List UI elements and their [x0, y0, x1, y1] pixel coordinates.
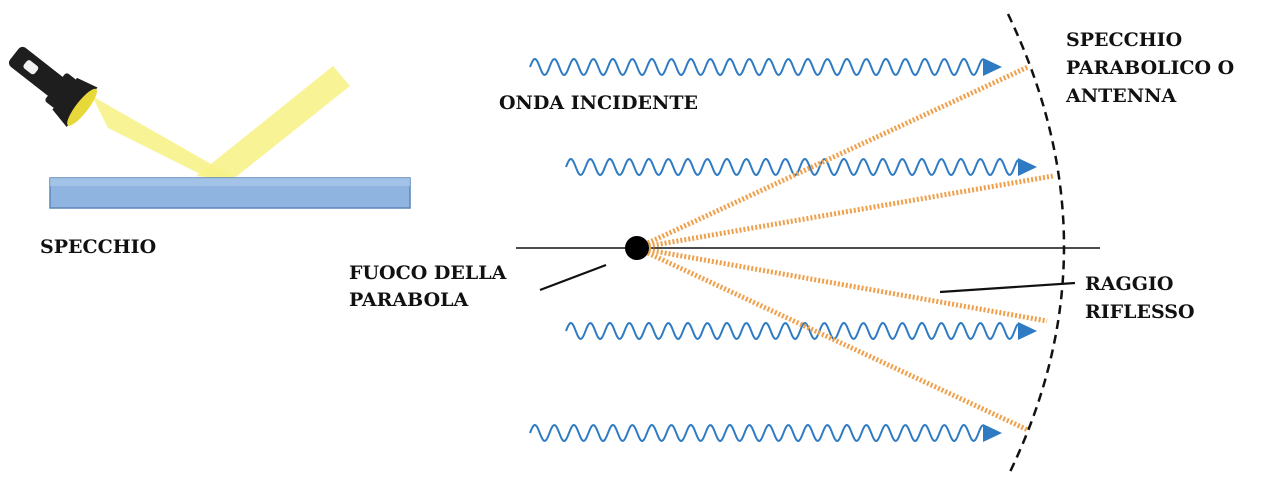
- focus-leader-line: [539, 263, 607, 292]
- reflected-ray-label-line2: RIFLESSO: [1085, 301, 1195, 323]
- parabolic-mirror: [1006, 13, 1066, 477]
- incident-wave-2-arrow-icon: [1018, 158, 1037, 176]
- incident-wave-2: [565, 157, 1019, 177]
- flashlight-icon: [8, 46, 98, 127]
- reflected-ray-label-line1: RAGGIO: [1085, 273, 1173, 295]
- incident-wave-3-arrow-icon: [1018, 322, 1037, 340]
- reflected-ray-3: [636, 245, 1048, 324]
- incident-wave-4-arrow-icon: [983, 424, 1002, 442]
- parabolic-mirror-label-line3: ANTENNA: [1065, 85, 1176, 107]
- incident-light-beam: [92, 96, 232, 180]
- parabolic-mirror-label-line1: SPECCHIO: [1066, 29, 1182, 51]
- incident-wave-4: [529, 423, 984, 443]
- focus-label-line2: PARABOLA: [349, 289, 469, 311]
- reflected-ray-leader-line: [939, 281, 1076, 294]
- reflected-light-beam: [196, 66, 350, 180]
- parabolic-section: ONDA INCIDENTE SPECCHIO PARABOLICO O ANT…: [349, 13, 1234, 477]
- mirror-label: SPECCHIO: [40, 236, 156, 258]
- reflected-ray-2: [636, 173, 1054, 251]
- reflected-rays: [635, 64, 1054, 433]
- focus-dot: [625, 236, 649, 260]
- incident-wave-label: ONDA INCIDENTE: [499, 92, 698, 114]
- flat-mirror-section: SPECCHIO: [8, 46, 411, 258]
- incident-wave-1: [529, 57, 984, 77]
- incident-wave-3: [565, 321, 1019, 341]
- incident-wave-1-arrow-icon: [983, 58, 1002, 76]
- focus-label-line1: FUOCO DELLA: [349, 262, 507, 284]
- parabolic-mirror-label-line2: PARABOLICO O: [1066, 57, 1234, 79]
